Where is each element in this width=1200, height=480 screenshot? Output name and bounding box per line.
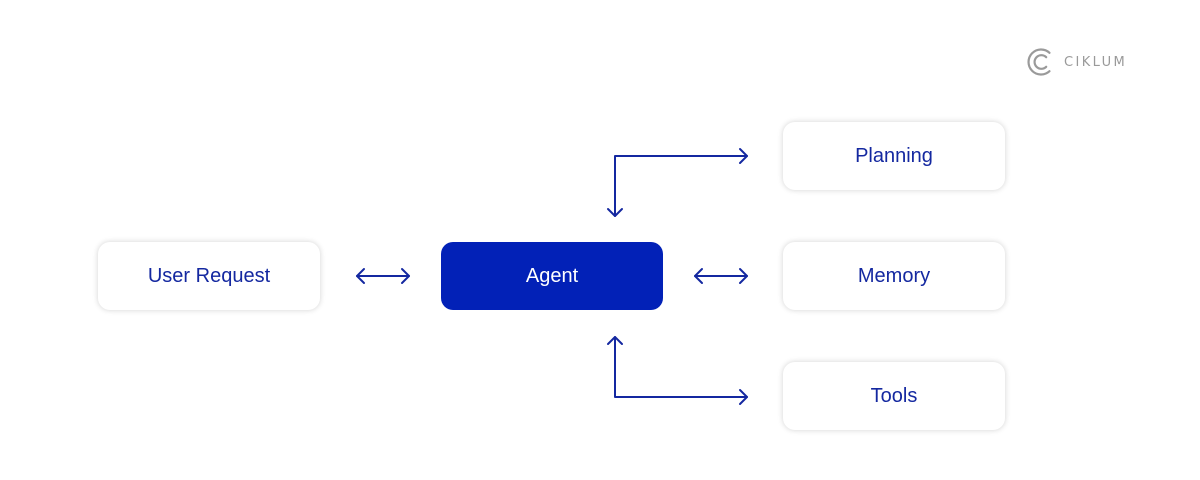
node-planning-label: Planning <box>855 144 933 167</box>
node-user-request-label: User Request <box>147 264 271 287</box>
brand-logo: CIKLUM <box>1026 46 1127 78</box>
node-agent-label: Agent <box>525 264 579 287</box>
node-tools-label: Tools <box>870 384 918 407</box>
arrow-user-agent <box>356 268 410 284</box>
ciklum-logo-icon <box>1027 48 1051 76</box>
brand-name: CIKLUM <box>1064 54 1128 70</box>
node-memory: Memory <box>783 242 1005 310</box>
node-user-request: User Request <box>98 242 320 310</box>
node-tools: Tools <box>783 362 1005 430</box>
arrow-agent-planning <box>607 148 748 217</box>
arrow-agent-memory <box>694 268 748 284</box>
node-planning: Planning <box>783 122 1005 190</box>
node-agent: Agent <box>441 242 663 310</box>
node-memory-label: Memory <box>857 264 931 287</box>
arrow-agent-tools <box>607 336 748 405</box>
